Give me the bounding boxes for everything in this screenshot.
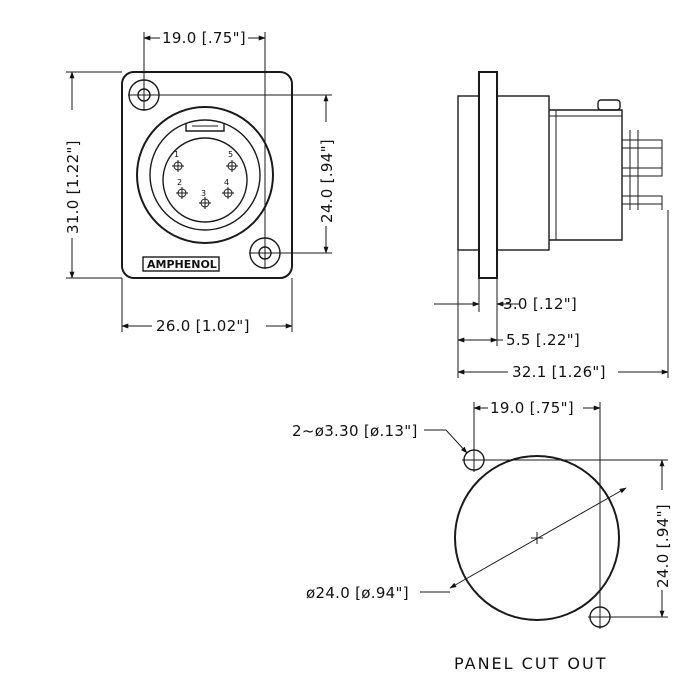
pin-5-label: 5 <box>228 150 233 159</box>
side-rear-housing <box>549 109 623 241</box>
pin-2: 2 <box>176 178 188 199</box>
pin-4: 4 <box>222 178 234 199</box>
cutout-holes-leader <box>424 429 468 454</box>
side-body <box>496 95 550 251</box>
side-solder-cups <box>621 130 663 210</box>
dim-front-hole-spacing: 24.0 [.94"] <box>318 139 336 223</box>
front-latch <box>185 123 225 132</box>
cutout-hole-bottom <box>588 605 612 629</box>
side-view: 3.0 [.12"] 5.5 [.22"] 32.1 [1.26"] <box>434 71 669 381</box>
pin-1: 1 <box>172 150 184 172</box>
dim-cutout-hole-spacing-h: 19.0 [.75"] <box>490 399 574 417</box>
brand-label: AMPHENOL <box>147 258 217 271</box>
dim-cutout-holes: 2~ø3.30 [ø.13"] <box>292 422 418 440</box>
front-view: 1 2 3 4 5 AMPHENOL 19.0 [.75"] <box>64 29 336 335</box>
dim-front-bottom-width: 26.0 [1.02"] <box>156 317 250 335</box>
dim-cutout-hole-spacing-v: 24.0 [.94"] <box>654 504 672 588</box>
front-mount-hole-bottom <box>249 237 281 269</box>
front-insert <box>162 137 248 223</box>
dim-cutout-diameter: ø24.0 [ø.94"] <box>306 584 409 602</box>
front-mount-hole-top <box>128 79 160 111</box>
side-latch <box>597 99 621 111</box>
dim-side-depth: 32.1 [1.26"] <box>512 363 606 381</box>
pin-4-label: 4 <box>224 178 229 187</box>
front-flange <box>121 71 293 279</box>
cutout-hole-top <box>462 448 486 472</box>
pin-1-label: 1 <box>174 150 179 159</box>
side-flange <box>478 71 498 279</box>
dim-front-height: 31.0 [1.22"] <box>64 140 82 234</box>
dim-front-top-width: 19.0 [.75"] <box>162 29 246 47</box>
front-mid-ring <box>149 119 261 231</box>
dim-side-flange: 3.0 [.12"] <box>503 295 577 313</box>
side-nose <box>457 95 480 251</box>
pin-5: 5 <box>226 150 238 172</box>
front-outer-ring <box>136 106 274 244</box>
pin-3-label: 3 <box>201 189 206 198</box>
dim-side-panel: 5.5 [.22"] <box>506 331 580 349</box>
pin-3: 3 <box>199 189 211 209</box>
cutout-diameter-line <box>449 487 627 589</box>
pin-2-label: 2 <box>177 178 182 187</box>
cutout-caption: PANEL CUT OUT <box>454 654 607 673</box>
panel-cutout: 19.0 [.75"] 24.0 [.94"] 2~ø3.30 [ø.13"] … <box>292 399 672 673</box>
brand-plate <box>142 256 220 272</box>
